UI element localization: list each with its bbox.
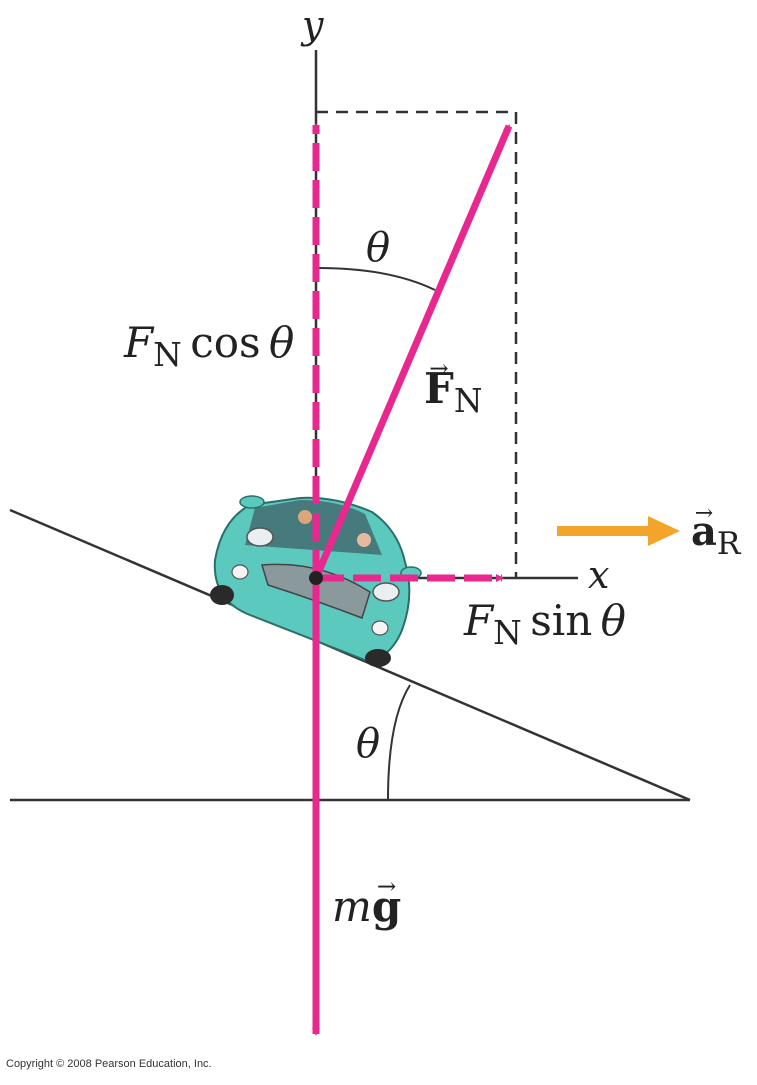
acceleration-arrow (557, 516, 680, 546)
acceleration-label: →aR (691, 500, 741, 562)
incline-angle-label: θ (356, 721, 381, 767)
normal-angle-arc (317, 267, 436, 291)
x-axis-label: x (588, 553, 610, 597)
y-axis-label: y (302, 3, 324, 47)
normal-force-label: →FN (424, 356, 483, 421)
normal-angle-label: θ (366, 225, 391, 271)
fn-cos-label: FN cos θ (124, 318, 295, 375)
normal-force-arrow (312, 124, 513, 580)
incline-angle-arc (387, 684, 411, 801)
gravity-label: m→g (332, 874, 402, 931)
origin-point (309, 571, 323, 585)
copyright-text: Copyright © 2008 Pearson Education, Inc. (6, 1058, 212, 1070)
fn-sin-label: FN sin θ (464, 596, 626, 653)
